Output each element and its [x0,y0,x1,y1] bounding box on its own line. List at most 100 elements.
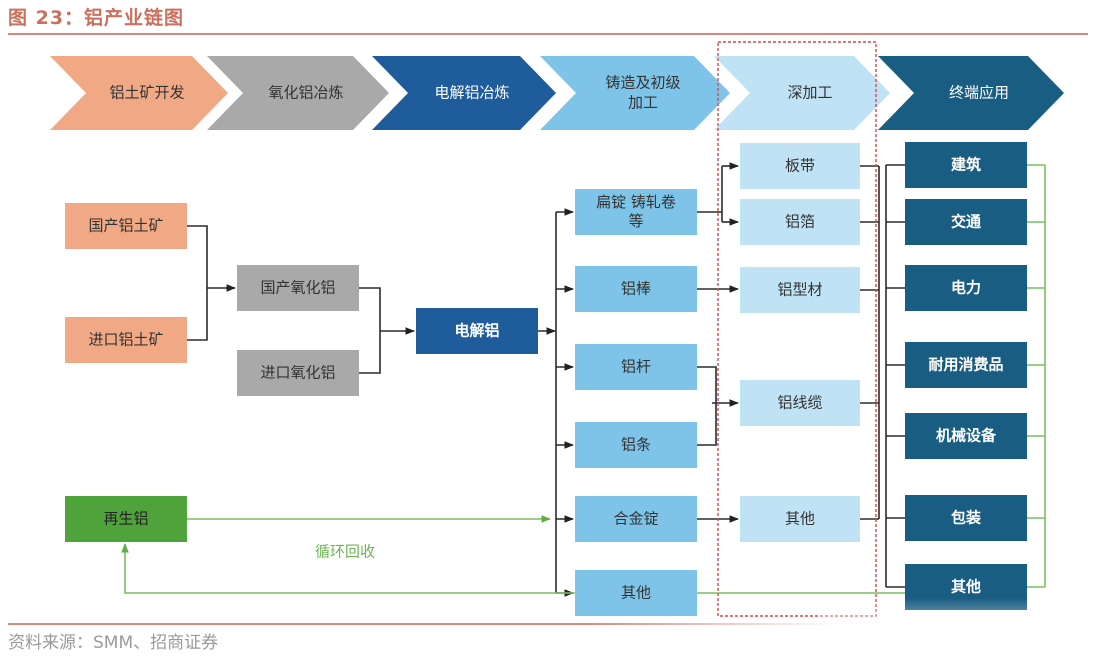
stage-chevron-2: 电解铝冶炼 [372,56,556,130]
chevron-shape [50,56,228,130]
node-label: 铝箔 [785,213,815,231]
node-bar: 铝条 [575,422,697,468]
node-label: 交通 [951,213,981,231]
node-box [905,342,1027,388]
deep-processing-highlight [717,41,877,617]
node-wire-rod: 铝杆 [575,344,697,390]
chevron-shape [372,56,556,130]
node-box [740,267,860,313]
node-box [416,308,538,354]
node-box [65,496,187,542]
footer-divider [8,623,838,625]
node-label: 其他 [621,584,651,602]
stage-label: 深加工 [787,84,832,102]
node-import-alumina: 进口氧化铝 [237,350,359,396]
node-primary-other: 其他 [575,570,697,616]
node-box [575,189,697,235]
node-box [65,203,187,249]
node-electrolytic-al: 电解铝 [416,308,538,354]
figure-title: 图 23：铝产业链图 [8,7,185,29]
node-recycled-al: 再生铝 [65,496,187,542]
node-label: 国产氧化铝 [260,279,335,297]
stage-chevron-0: 铝土矿开发 [50,56,228,130]
stage-chevron-5: 终端应用 [878,56,1064,130]
node-power: 电力 [905,265,1027,311]
node-label: 铝线缆 [777,394,822,412]
node-label: 扁锭 铸轧卷 [596,193,676,211]
node-label: 建筑 [951,156,981,174]
node-box [575,344,697,390]
node-transport: 交通 [905,199,1027,245]
node-cable: 铝线缆 [740,380,860,426]
node-rod: 铝棒 [575,266,697,312]
recycle-label: 循环回收 [315,543,375,561]
node-box [575,570,697,616]
node-label: 铝条 [621,436,651,454]
node-foil: 铝箔 [740,199,860,245]
node-box [740,496,860,542]
node-sheet: 板带 [740,143,860,189]
stage-chevron-4: 深加工 [714,56,890,130]
node-deep-other: 其他 [740,496,860,542]
node-label: 等 [628,212,643,230]
node-machinery: 机械设备 [905,413,1027,459]
node-domestic-bauxite: 国产铝土矿 [65,203,187,249]
stage-label: 铝土矿开发 [109,84,184,102]
node-label: 板带 [785,157,815,175]
node-alloy-ingot: 合金锭 [575,496,697,542]
node-box [575,266,697,312]
node-box [905,265,1027,311]
title-divider [8,33,1088,35]
node-label: 机械设备 [936,427,997,445]
node-box [237,265,359,311]
node-box [740,380,860,426]
node-label: 铝杆 [621,358,651,376]
node-box [905,495,1027,541]
chevron-shape [207,56,389,130]
node-box [740,143,860,189]
chevron-shape [714,56,890,130]
connector-43 [121,543,905,594]
node-label: 包装 [951,509,982,527]
connector-0 [187,225,208,341]
node-label: 电解铝 [454,322,499,340]
node-label: 其他 [785,510,815,528]
stage-label: 电解铝冶炼 [434,84,509,102]
node-box [575,496,697,542]
chevron-shape [878,56,1064,130]
node-domestic-alumina: 国产氧化铝 [237,265,359,311]
node-box [905,413,1027,459]
chevron-shape [540,56,730,130]
node-end-other: 其他 [905,564,1027,610]
stage-label: 氧化铝冶炼 [268,84,343,102]
node-construction: 建筑 [905,142,1027,188]
stage-label: 铸造及初级 [605,74,680,92]
node-label: 电力 [951,279,981,297]
node-box [575,422,697,468]
node-box [65,317,187,363]
source-note: 资料来源：SMM、招商证券 [8,633,219,653]
node-box [905,199,1027,245]
node-box [905,142,1027,188]
node-label: 铝棒 [621,280,651,298]
node-label: 合金锭 [613,510,658,528]
node-label: 进口氧化铝 [260,364,335,382]
stage-label: 加工 [628,94,658,112]
node-label: 国产铝土矿 [88,217,163,235]
node-label: 其他 [951,578,981,596]
connector-2 [359,287,381,374]
stage-label: 终端应用 [949,84,1009,102]
node-profile: 铝型材 [740,267,860,313]
node-import-bauxite: 进口铝土矿 [65,317,187,363]
node-label: 耐用消费品 [928,356,1003,374]
connector-18 [697,366,717,446]
node-label: 铝型材 [777,281,822,299]
node-box [237,350,359,396]
node-label: 进口铝土矿 [88,331,163,349]
node-label: 再生铝 [103,510,148,528]
